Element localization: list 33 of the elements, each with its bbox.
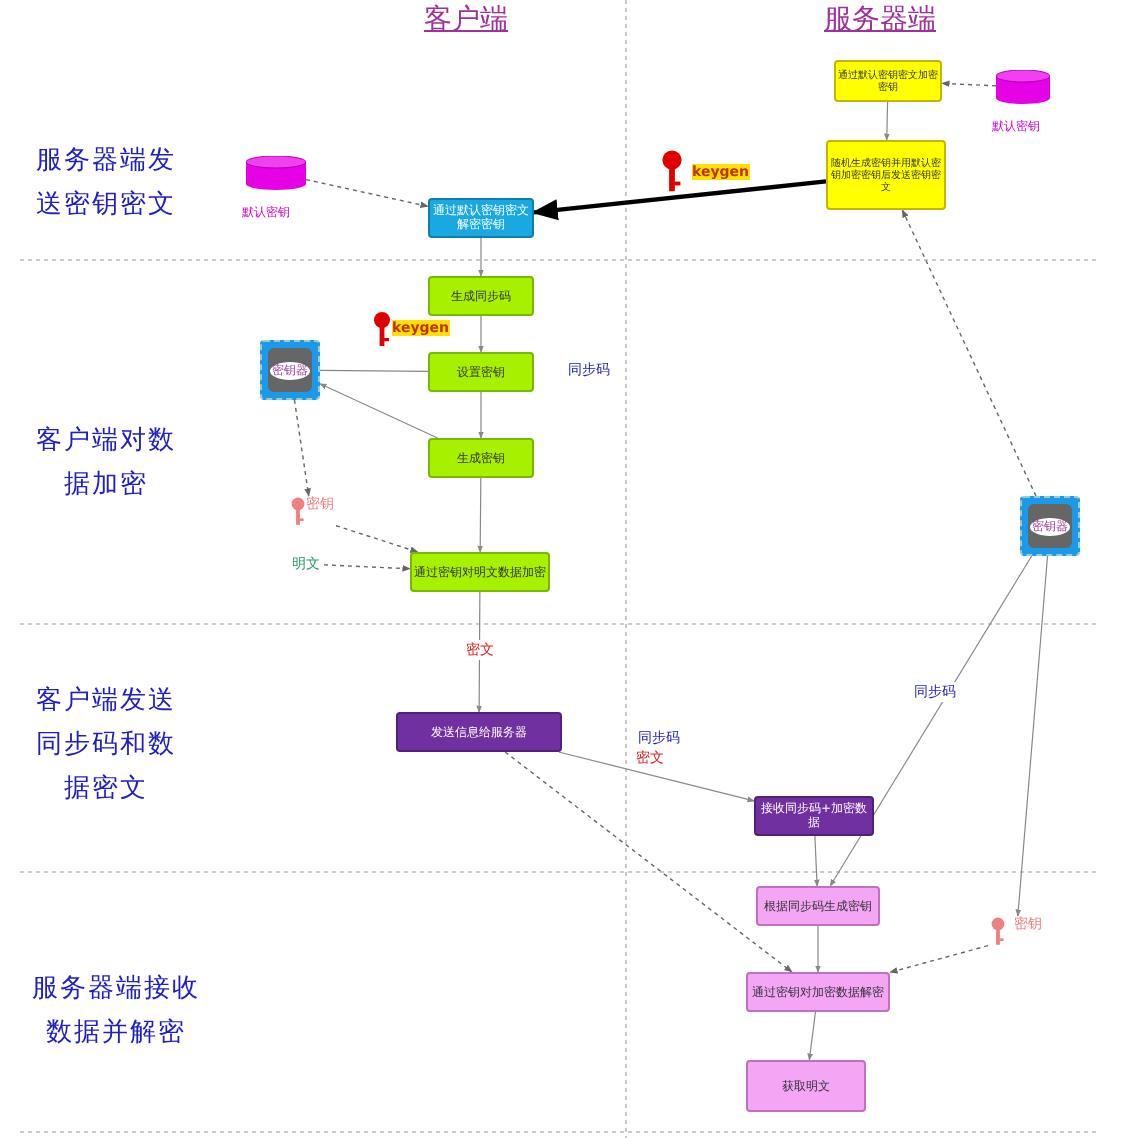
arrow [478,315,484,353]
section-title: 客户端对数据加密 [34,424,178,504]
arrow [815,925,821,973]
arrow [829,555,1033,887]
arrow [504,751,793,973]
arrow [901,209,1037,497]
arrow [531,179,827,221]
arrow [477,477,484,553]
database-cylinder [996,70,1050,104]
arrow [813,835,820,887]
arrow [305,178,429,209]
database-cylinder [246,156,306,190]
header: 客户端 [424,2,508,38]
arrow [558,751,755,803]
section-title: 服务器端接收数据并解密 [30,972,202,1052]
header: 服务器端 [824,2,936,38]
arrow [476,591,483,713]
arrow [323,564,411,572]
chip-icon [260,340,320,400]
arrow [941,80,997,88]
arrow [807,1011,817,1061]
arrow [478,391,484,439]
arrow [335,525,419,553]
arrow [889,944,989,974]
arrow [478,237,484,277]
chip-icon [1020,496,1080,556]
arrow [293,399,311,497]
arrow [1015,555,1049,917]
arrow [884,101,890,141]
section-title: 服务器端发送密钥密文 [34,144,178,224]
section-title: 客户端发送同步码和数据密文 [34,684,178,808]
connector-line [319,369,429,373]
arrow [319,383,439,439]
